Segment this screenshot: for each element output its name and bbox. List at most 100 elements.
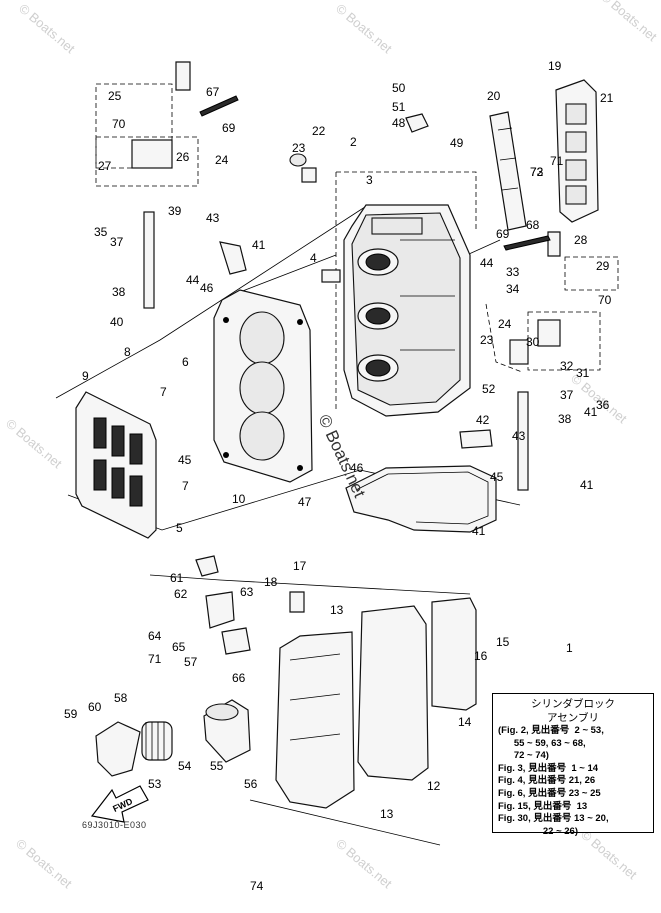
- callout-number: 7: [160, 385, 167, 399]
- callout-number: 30: [526, 335, 540, 349]
- callout-number: 42: [476, 413, 490, 427]
- callout-number: 1: [566, 641, 573, 655]
- callout-number: 36: [596, 398, 610, 412]
- callout-number: 61: [170, 571, 184, 585]
- callout-number: 71: [550, 154, 564, 168]
- callout-number: 32: [560, 359, 574, 373]
- callout-number: 16: [474, 649, 488, 663]
- watermark: © Boats.net: [16, 1, 78, 57]
- watermark: © Boats.net: [333, 1, 395, 57]
- callout-number: 57: [184, 655, 198, 669]
- callout-number: 67: [206, 85, 220, 99]
- callout-number: 68: [526, 218, 540, 232]
- callout-number: 65: [172, 640, 186, 654]
- callout-number: 14: [458, 715, 472, 729]
- callout-number: 69: [222, 121, 236, 135]
- callout-number: 40: [110, 315, 124, 329]
- callout-number: 35: [94, 225, 108, 239]
- callout-number: 59: [64, 707, 78, 721]
- callout-number: 12: [427, 779, 441, 793]
- callout-number: 43: [206, 211, 220, 225]
- watermark: © Boats.net: [333, 836, 395, 892]
- callout-number: 2: [350, 135, 357, 149]
- callout-number: 4: [310, 251, 317, 265]
- callout-number: 17: [293, 559, 307, 573]
- callout-number: 6: [182, 355, 189, 369]
- callout-number: 48: [392, 116, 406, 130]
- callout-number: 49: [450, 136, 464, 150]
- oil-filter: [95, 699, 251, 777]
- callout-number: 5: [176, 521, 183, 535]
- legend-row: Fig. 6, 見出番号 23 ~ 25: [498, 787, 601, 799]
- callout-number: 22: [312, 124, 326, 138]
- legend-title-line1: シリンダブロック: [531, 698, 615, 710]
- callout-number: 19: [548, 59, 562, 73]
- callout-number: 62: [174, 587, 188, 601]
- fwd-arrow-icon: FWD: [90, 785, 149, 823]
- callout-number: 46: [200, 281, 214, 295]
- callout-number: 24: [215, 153, 229, 167]
- oil-pan-assembly: [275, 597, 477, 809]
- callout-number: 51: [392, 100, 406, 114]
- callout-number: 27: [98, 159, 112, 173]
- exhaust-cover: [489, 79, 599, 231]
- callout-number: 50: [392, 81, 406, 95]
- callout-number: 52: [482, 382, 496, 396]
- callout-number: 44: [480, 256, 494, 270]
- callout-number: 63: [240, 585, 254, 599]
- legend-row: (Fig. 2, 見出番号 2 ~ 53,: [498, 725, 604, 736]
- callout-number: 38: [112, 285, 126, 299]
- callout-number: 47: [298, 495, 312, 509]
- callout-number: 23: [480, 333, 494, 347]
- callout-number: 25: [108, 89, 122, 103]
- callout-number: 64: [148, 629, 162, 643]
- callout-number: 45: [178, 453, 192, 467]
- callout-number: 56: [244, 777, 258, 791]
- callout-number: 45: [490, 470, 504, 484]
- legend-row: Fig. 4, 見出番号 21, 26: [498, 775, 596, 787]
- callout-number: 31: [576, 366, 590, 380]
- callout-number: 66: [232, 671, 246, 685]
- callout-number: 41: [584, 405, 598, 419]
- callout-number: 8: [124, 345, 131, 359]
- callout-number: 38: [558, 412, 572, 426]
- callout-number: 41: [472, 524, 486, 538]
- legend-row: Fig. 3, 見出番号 1 ~ 14: [498, 762, 599, 774]
- legend-box: シリンダブロック アセンブリ (Fig. 2, 見出番号 2 ~ 53, 55 …: [492, 693, 654, 837]
- legend-row: 22 ~ 26): [498, 825, 578, 837]
- legend-row: 72 ~ 74): [498, 750, 549, 762]
- callout-number: 74: [250, 879, 264, 893]
- legend-title-line2: アセンブリ: [547, 712, 599, 724]
- cylinder-head-cover: [75, 391, 157, 539]
- callout-number: 33: [506, 265, 520, 279]
- callout-number: 23: [292, 141, 306, 155]
- callout-number: 3: [366, 173, 373, 187]
- callout-number: 58: [114, 691, 128, 705]
- callout-number: 37: [560, 388, 574, 402]
- callout-number: 21: [600, 91, 614, 105]
- callout-number: 70: [598, 293, 612, 307]
- callout-number: 20: [487, 89, 501, 103]
- callout-number: 15: [496, 635, 510, 649]
- cylinder-block: [343, 204, 471, 417]
- small-parts: [131, 61, 561, 655]
- callout-number: 18: [264, 575, 278, 589]
- callout-number: 26: [176, 150, 190, 164]
- callout-number: 10: [232, 492, 246, 506]
- legend-row: Fig. 30, 見出番号 13 ~ 20,: [498, 813, 609, 825]
- callout-number: 34: [506, 282, 520, 296]
- watermark: © Boats.net: [13, 836, 75, 892]
- callout-number: 43: [512, 429, 526, 443]
- legend-row: Fig. 15, 見出番号 13: [498, 800, 588, 812]
- callout-number: 60: [88, 700, 102, 714]
- callout-number: 41: [252, 238, 266, 252]
- callout-number: 70: [112, 117, 126, 131]
- callout-number: 24: [498, 317, 512, 331]
- callout-number: 28: [574, 233, 588, 247]
- callout-number: 46: [350, 461, 364, 475]
- watermark: © Boats.net: [3, 416, 65, 472]
- callout-number: 53: [148, 777, 162, 791]
- callout-number: 37: [110, 235, 124, 249]
- callout-number: 9: [82, 369, 89, 383]
